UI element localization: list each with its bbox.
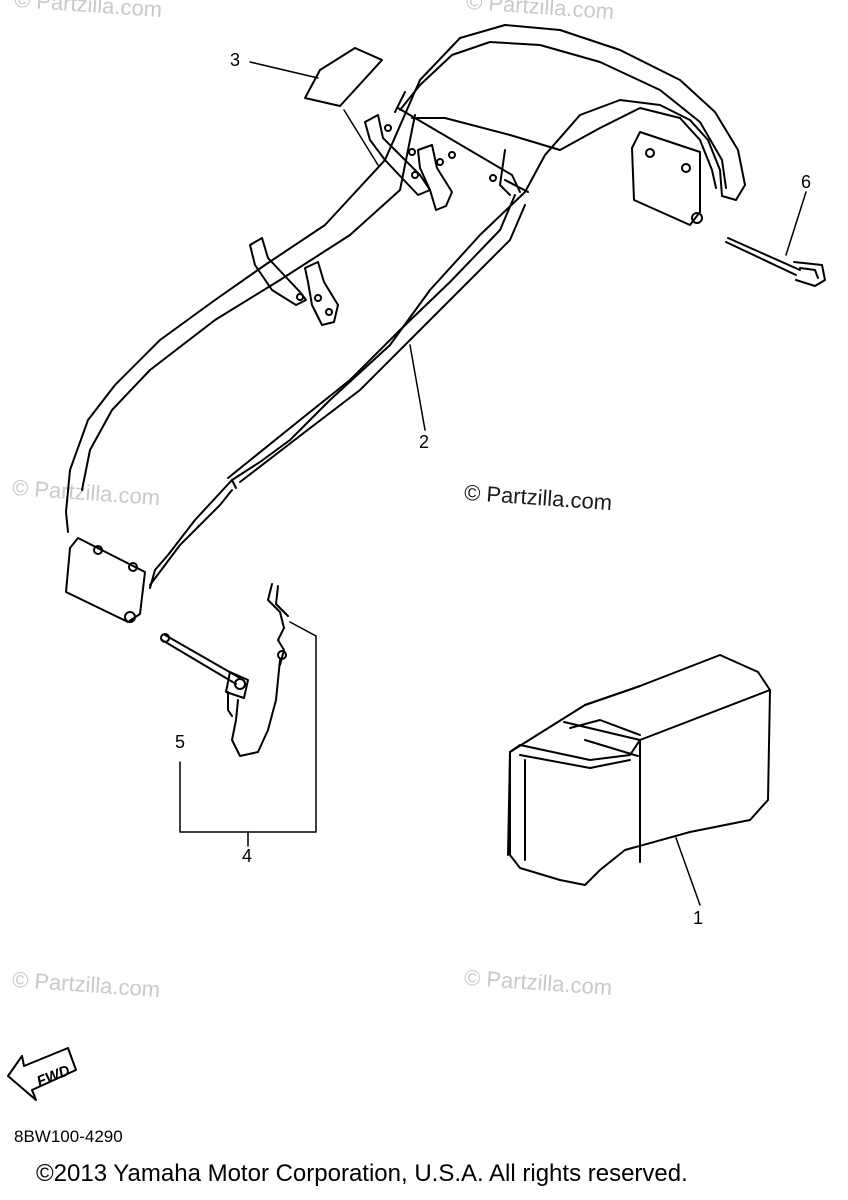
copyright-notice: ©2013 Yamaha Motor Corporation, U.S.A. A… <box>36 1160 688 1187</box>
diagram-code: 8BW100-4290 <box>14 1127 123 1146</box>
clevis-pin-set <box>160 583 317 847</box>
callout-5: 5 <box>175 732 186 752</box>
callout-1: 1 <box>693 908 704 928</box>
callout-3: 3 <box>230 50 241 70</box>
pin-part <box>725 191 826 287</box>
leader-3 <box>249 61 319 79</box>
fwd-arrow-icon <box>7 1047 77 1101</box>
cover-part <box>507 654 771 906</box>
callout-4: 4 <box>242 846 253 866</box>
decal-part <box>304 47 383 107</box>
leader-2 <box>409 344 426 431</box>
fender-part <box>65 24 746 623</box>
leader-3b <box>343 109 379 166</box>
fwd-label: FWD <box>34 1062 72 1091</box>
callout-6: 6 <box>801 172 812 192</box>
callout-2: 2 <box>419 432 430 452</box>
